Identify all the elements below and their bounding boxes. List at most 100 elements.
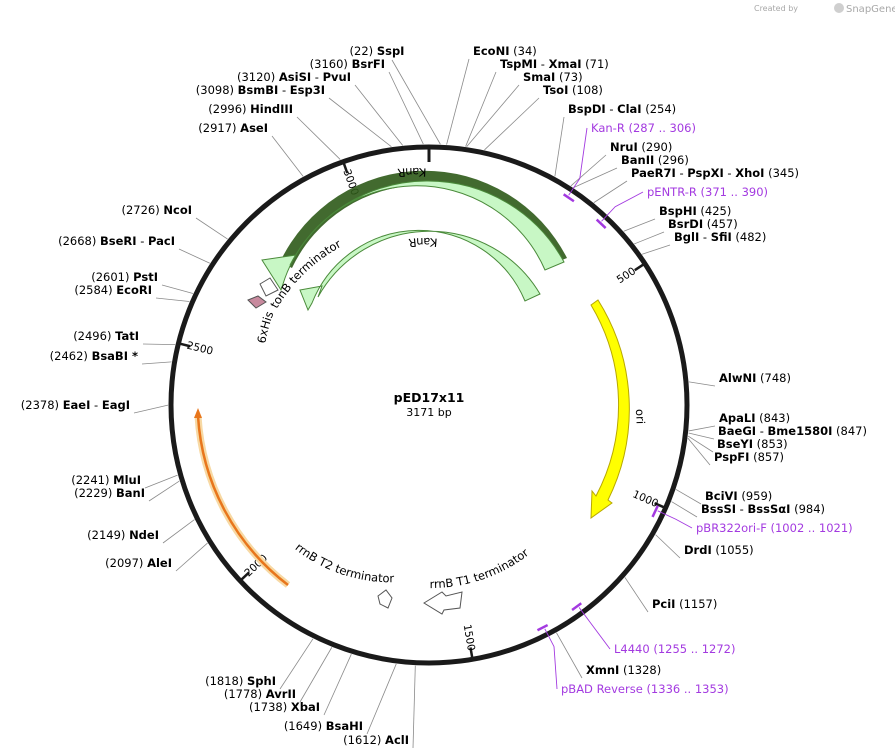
primer-mark-0: [562, 193, 575, 203]
site-leader-2: [465, 71, 497, 147]
tonb-terminator-arrow[interactable]: [259, 277, 279, 297]
brand-name: SnapGene: [846, 4, 895, 15]
rrnb-t2-label: rrnB T2 terminator: [293, 540, 395, 585]
scale-tick-2500: [180, 342, 191, 348]
primer-marks: [536, 127, 693, 690]
primer-leader-4: [544, 628, 558, 690]
site-label-bsmbi[interactable]: (3098) BsmBI - Esp3I: [196, 83, 325, 97]
primer-label-kanr[interactable]: Kan-R (287 .. 306): [591, 121, 696, 135]
site-label-avrii[interactable]: (1778) AvrII: [224, 687, 296, 701]
site-leader-26: [279, 638, 314, 690]
primer-leader-0: [568, 127, 588, 196]
site-label-pspfi[interactable]: PspFI (857): [714, 450, 784, 464]
site-leader-13: [688, 425, 716, 432]
site-label-drdi[interactable]: DrdI (1055): [684, 543, 754, 557]
site-leader-24: [323, 654, 352, 716]
site-label-ndei[interactable]: (2149) NdeI: [87, 528, 159, 542]
site-label-pcii[interactable]: PciI (1157): [652, 597, 717, 611]
site-label-eaei[interactable]: (2378) EaeI - EagI: [21, 398, 130, 412]
site-label-bsrfi[interactable]: (3160) BsrFI: [310, 57, 385, 71]
site-label-banii[interactable]: BanII (296): [621, 153, 689, 167]
site-leader-6: [570, 154, 607, 187]
site-leader-5: [554, 116, 565, 177]
snapgene-logo-icon: [834, 3, 844, 13]
site-label-alei[interactable]: (2097) AleI: [105, 556, 172, 570]
rrnb-t1-label: rrnB T1 terminator: [430, 545, 532, 591]
site-label-bsahi[interactable]: (1649) BsaHI: [284, 719, 363, 733]
primer-label-pentrr[interactable]: pENTR-R (371 .. 390): [647, 185, 768, 199]
site-label-asisi[interactable]: (3120) AsiSI - PvuI: [237, 70, 351, 84]
site-label-bseri[interactable]: (2668) BseRI - PacI: [58, 234, 175, 248]
site-label-bsphi[interactable]: BspHI (425): [659, 204, 731, 218]
site-label-tati[interactable]: (2496) TatI: [73, 329, 139, 343]
site-leader-14: [688, 432, 715, 440]
site-leader-37: [195, 217, 228, 240]
site-label-apali[interactable]: ApaLI (843): [719, 411, 790, 425]
site-leader-3: [466, 84, 520, 147]
site-label-xmni[interactable]: XmnI (1328): [586, 663, 661, 677]
site-leader-29: [148, 480, 180, 502]
site-leader-32: [141, 361, 172, 365]
site-label-baegi[interactable]: BaeGI - Bme1580I (847): [718, 424, 867, 438]
site-leader-39: [296, 116, 341, 160]
site-leader-19: [655, 534, 681, 559]
site-label-bsrdi[interactable]: BsrDI (457): [668, 217, 738, 231]
site-label-xbai[interactable]: (1738) XbaI: [249, 700, 320, 714]
site-leader-9: [623, 218, 656, 232]
site-label-ecori[interactable]: (2584) EcoRI: [74, 283, 152, 297]
site-label-acli[interactable]: (1612) AclI: [343, 733, 409, 747]
site-label-smai[interactable]: SmaI (73): [523, 70, 583, 84]
site-leader-10: [634, 231, 665, 245]
site-leader-25: [299, 647, 333, 703]
site-label-tsoi[interactable]: TsoI (108): [543, 83, 603, 97]
scale-tick-1000: [654, 502, 665, 509]
primer-label-pbadreverse[interactable]: pBAD Reverse (1336 .. 1353): [561, 682, 729, 696]
site-label-bgli[interactable]: BglI - SfiI (482): [674, 230, 766, 244]
site-label-econi[interactable]: EcoNI (34): [473, 44, 537, 58]
kanr-feature-inner[interactable]: [299, 229, 541, 312]
site-label-ncoi[interactable]: (2726) NcoI: [121, 203, 192, 217]
ori-label: ori: [633, 408, 648, 424]
site-label-sphi[interactable]: (1818) SphI: [205, 674, 276, 688]
site-label-bani[interactable]: (2229) BanI: [74, 486, 145, 500]
site-label-sspi[interactable]: (22) SspI: [350, 44, 405, 58]
primer-leader-1: [601, 191, 644, 222]
plasmid-backbone: [168, 144, 690, 666]
primer-mark-3: [571, 602, 583, 612]
site-label-psti[interactable]: (2601) PstI: [91, 270, 158, 284]
primer-mark-4: [536, 623, 549, 632]
site-leader-4: [484, 97, 540, 151]
site-leader-15: [687, 435, 714, 453]
site-leader-36: [178, 248, 211, 264]
site-leader-38: [271, 135, 304, 177]
orange-feature[interactable]: [196, 415, 289, 586]
site-label-bsabi[interactable]: (2462) BsaBI *: [50, 349, 138, 363]
scale-tick-500: [634, 263, 644, 272]
snapgene-watermark: Created by SnapGene: [754, 3, 895, 15]
site-leader-41: [354, 84, 403, 146]
site-leader-31: [133, 404, 169, 414]
rrnb-t1-terminator-arrow[interactable]: [423, 591, 463, 615]
site-label-bsssi[interactable]: BssSI - BssSαI (984): [701, 502, 825, 516]
site-leader-22: [412, 665, 416, 749]
kanr-feature-outer[interactable]: [261, 180, 565, 292]
rrnb-t2-terminator-arrow[interactable]: [377, 589, 393, 609]
site-label-bcivi[interactable]: BciVI (959): [705, 489, 772, 503]
site-leader-35: [161, 284, 194, 294]
ori-feature[interactable]: [590, 299, 630, 519]
primer-label-l4440[interactable]: L4440 (1255 .. 1272): [614, 642, 735, 656]
site-label-alwni[interactable]: AlwNI (748): [719, 371, 791, 385]
primer-label-pbr322orif[interactable]: pBR322ori-F (1002 .. 1021): [696, 521, 853, 535]
site-label-bspdi[interactable]: BspDI - ClaI (254): [568, 102, 676, 116]
site-label-nrui[interactable]: NruI (290): [610, 140, 672, 154]
site-label-asei[interactable]: (2917) AseI: [198, 121, 268, 135]
site-label-hindiii[interactable]: (2996) HindIII: [208, 102, 293, 116]
scale-tick-label-1000: 1000: [631, 488, 660, 510]
site-label-mlui[interactable]: (2241) MluI: [71, 473, 141, 487]
site-label-bseyi[interactable]: BseYI (853): [717, 437, 788, 451]
6xhis-tag-arrow[interactable]: [247, 295, 267, 309]
site-leader-7: [573, 167, 618, 188]
site-label-paer7i[interactable]: PaeR7I - PspXI - XhoI (345): [631, 166, 799, 180]
site-label-tspmi[interactable]: TspMI - XmaI (71): [500, 57, 609, 71]
